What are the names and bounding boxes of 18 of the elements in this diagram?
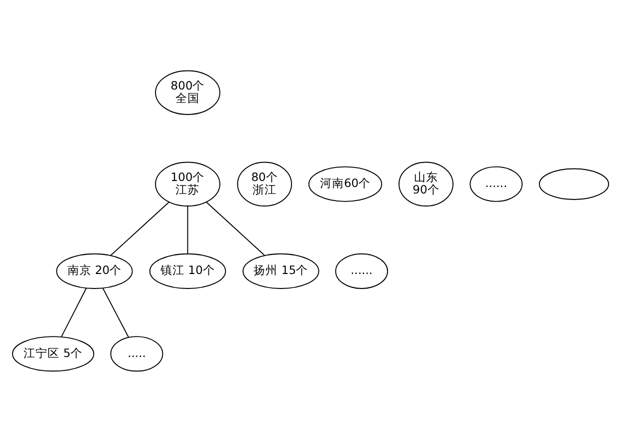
node-ellipse: 800个 全国 xyxy=(155,70,220,114)
node-ellipse: 扬州 15个 xyxy=(242,252,320,288)
connector xyxy=(110,200,170,256)
node-ellipse: 镇江 10个 xyxy=(149,252,226,288)
node-ellipse: ...... xyxy=(470,166,523,202)
connector xyxy=(60,287,87,337)
node-ellipse: 100个 江苏 xyxy=(155,161,220,206)
node-ellipse xyxy=(538,168,610,200)
node-ellipse: ...... xyxy=(335,252,388,288)
connector xyxy=(102,287,130,338)
connector xyxy=(206,200,266,256)
node-ellipse: 南京 20个 xyxy=(56,252,133,288)
node-ellipse: 山东 90个 xyxy=(398,161,454,206)
node-ellipse: 河南60个 xyxy=(308,166,382,202)
node-ellipse: 80个 浙江 xyxy=(237,161,292,206)
connector xyxy=(187,205,188,254)
node-ellipse: 江宁区 5个 xyxy=(12,336,94,372)
node-ellipse: ..... xyxy=(110,336,164,372)
